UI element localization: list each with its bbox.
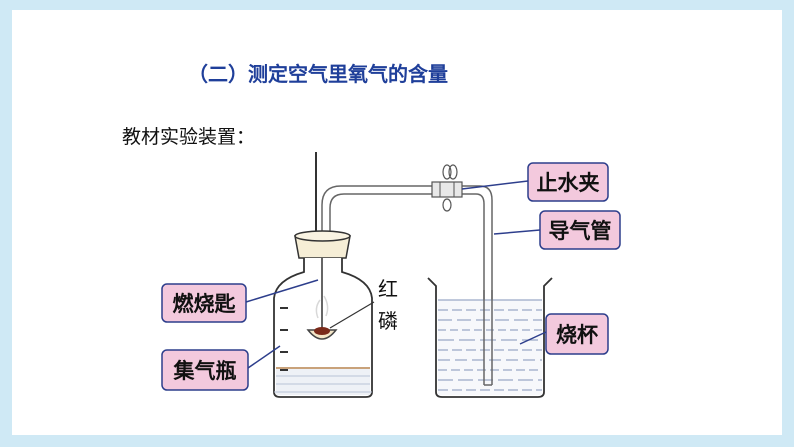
callout-bottle: 集气瓶 — [161, 345, 281, 391]
red-phosphorus-label: 红 磷 — [329, 277, 398, 333]
bottle-water — [276, 368, 370, 395]
rubber-stopper — [294, 230, 351, 259]
callout-spoon-text: 燃烧匙 — [173, 292, 237, 316]
beaker — [427, 277, 553, 398]
substance-char-2: 磷 — [378, 309, 398, 333]
callout-beaker-text: 烧杯 — [556, 323, 598, 347]
combustion-spoon — [306, 258, 338, 340]
beaker-water — [438, 299, 542, 391]
water-clamp — [431, 164, 463, 212]
callout-beaker: 烧杯 — [519, 313, 609, 355]
callout-tube-text: 导气管 — [549, 219, 612, 243]
callout-clamp-text: 止水夹 — [537, 171, 600, 195]
page-title: （二）测定空气里氧气的含量 — [188, 62, 448, 86]
callout-bottle-text: 集气瓶 — [173, 359, 237, 383]
callout-spoon: 燃烧匙 — [161, 279, 319, 323]
slide-canvas — [12, 10, 782, 435]
callout-tube: 导气管 — [493, 210, 621, 250]
glass-tube — [321, 185, 493, 385]
apparatus-heading: 教材实验装置： — [122, 126, 256, 148]
callout-clamp: 止水夹 — [461, 162, 609, 202]
substance-char-1: 红 — [378, 277, 398, 301]
